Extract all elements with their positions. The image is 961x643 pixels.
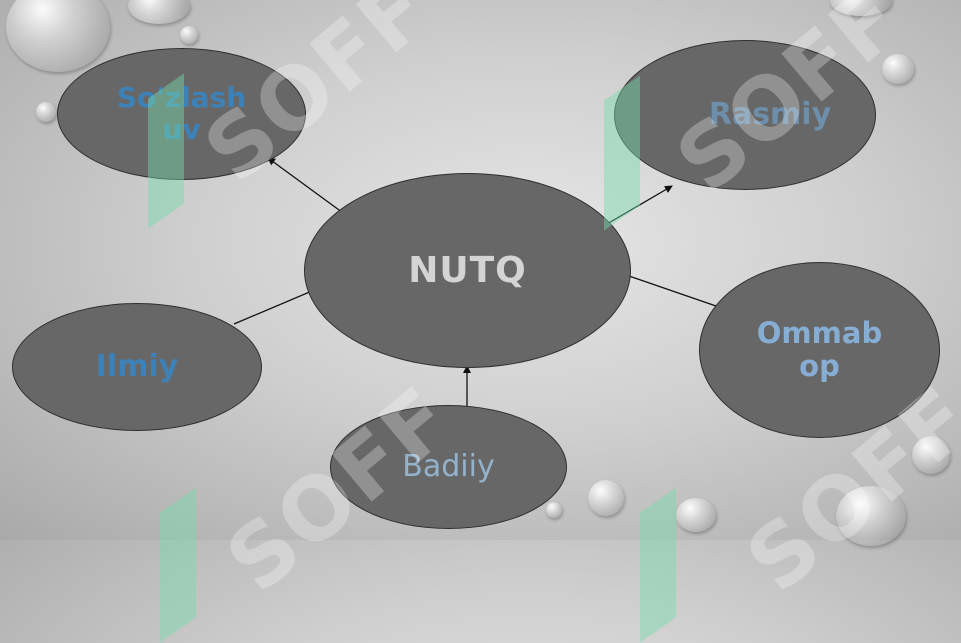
node-right-label: Ommab op [756,315,883,383]
node-top-right[interactable]: Rasmiy [614,40,876,190]
node-bottom-label: Badiiy [402,448,495,484]
water-drop-decoration [6,0,110,72]
water-drop-decoration [882,54,914,84]
connector-center-top-left [267,157,351,219]
water-drop-decoration [676,498,716,532]
watermark-logo-icon [160,487,196,643]
water-drop-decoration [830,0,892,16]
water-drop-decoration [836,486,906,546]
slide: So'zlash uv Rasmiy NUTQ Ommab op Ilmiy B… [6,0,950,643]
node-top-left-label: So'zlash uv [116,80,247,146]
node-center-label: NUTQ [408,249,527,291]
watermark-logo-icon [148,73,184,229]
node-center[interactable]: NUTQ [304,173,631,368]
watermark-logo-icon [604,75,640,231]
water-drop-decoration [546,502,562,518]
water-drop-decoration [588,480,624,516]
node-top-right-label: Rasmiy [708,96,832,132]
node-top-left[interactable]: So'zlash uv [57,48,306,180]
node-left-label: Ilmiy [95,348,179,384]
node-bottom[interactable]: Badiiy [330,405,567,529]
node-left[interactable]: Ilmiy [12,303,262,431]
node-right[interactable]: Ommab op [699,262,940,438]
water-drop-decoration [36,102,56,122]
water-drop-decoration [912,436,950,474]
watermark-logo-icon [640,487,676,643]
water-drop-decoration [180,26,198,44]
